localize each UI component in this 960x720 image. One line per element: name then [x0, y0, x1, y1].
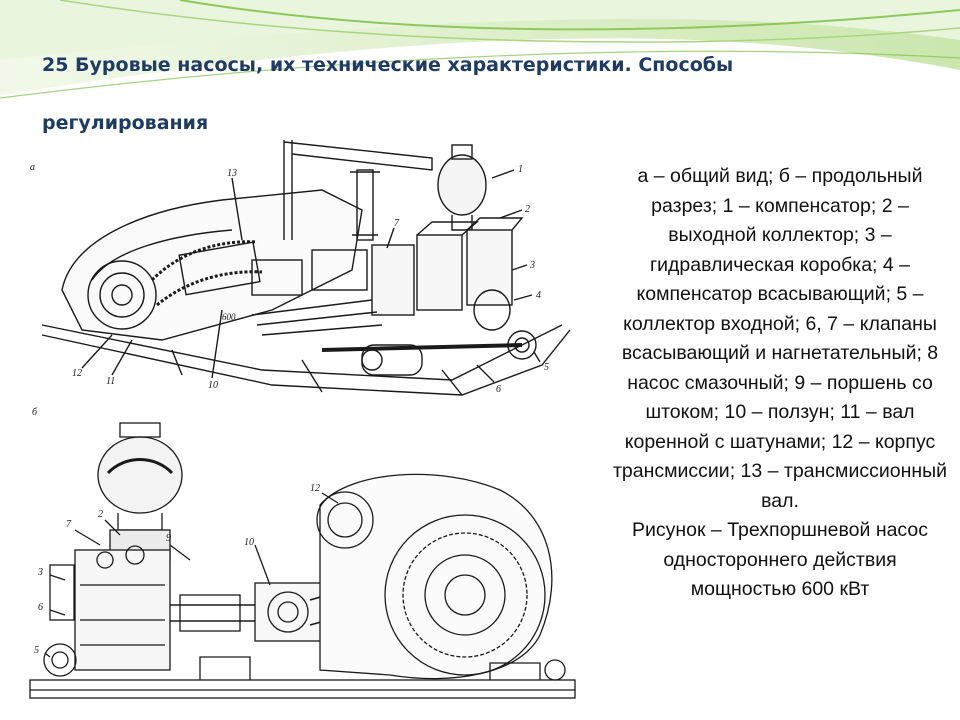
callout-b-3: 3	[37, 567, 43, 578]
pump-longitudinal-section-drawing: б 7 2 9 3 6 5 12 10	[29, 407, 576, 699]
header-decoration	[0, 0, 960, 99]
plate-text: 600	[222, 312, 236, 322]
callout-b-7: 7	[66, 519, 72, 530]
callout-b-9: 9	[166, 533, 171, 544]
callout-b-6: 6	[38, 602, 43, 613]
slide-title: 25 Буровые насосы, их технические характ…	[42, 54, 734, 134]
callout-a-4: 4	[536, 290, 541, 301]
callout-a-1: 1	[518, 164, 523, 175]
callout-b-5: 5	[34, 645, 39, 656]
figure-caption-text: Рисунок – Трехпоршневой насос односторон…	[631, 519, 929, 600]
callout-a-11: 11	[106, 376, 115, 387]
callout-a-7: 7	[394, 218, 400, 229]
callout-b-12: 12	[310, 483, 320, 494]
callout-a-12: 12	[72, 368, 82, 379]
callout-a-3: 3	[529, 260, 535, 271]
callout-a-2: 2	[525, 204, 530, 215]
pump-general-view-drawing: а 1 2 3 4 5 6 7 10 11 12 13 600	[30, 140, 571, 396]
callout-b-2: 2	[98, 509, 103, 520]
panel-label-b: б	[32, 407, 38, 418]
panel-label-a: а	[30, 162, 35, 173]
callout-a-5: 5	[544, 362, 549, 373]
callout-b-10: 10	[244, 537, 254, 548]
legend-text: а – общий вид; б – продольный разрез; 1 …	[612, 165, 948, 512]
figure-caption-block: а – общий вид; б – продольный разрез; 1 …	[578, 162, 948, 605]
callout-a-13: 13	[227, 168, 237, 179]
callout-a-6: 6	[496, 384, 501, 395]
callout-a-10: 10	[208, 380, 218, 391]
